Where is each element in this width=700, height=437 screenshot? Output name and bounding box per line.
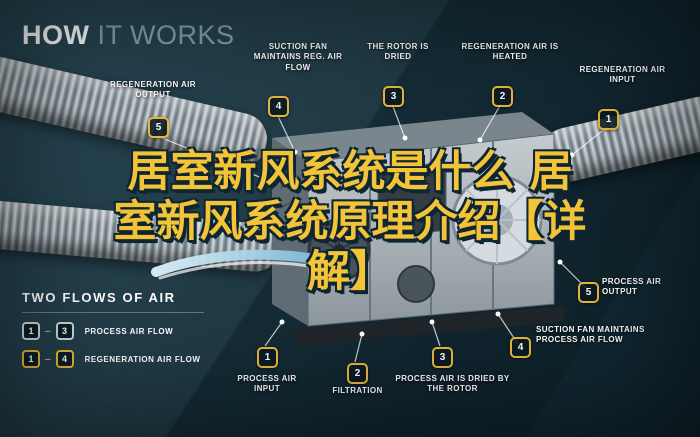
ventilation-unit-illustration (272, 112, 564, 346)
legend-badge-end: 3 (55, 322, 74, 340)
page-title: HOW IT WORKS (22, 20, 235, 51)
callout-suction-fan-process: Suction Fan Maintains Process Air Flow (536, 325, 645, 345)
legend-title: TWO FLOWS OF AIR (22, 290, 176, 305)
badge-filtration: 2 (347, 363, 368, 384)
callout-process-dried: Process Air Is Dried By The Rotor (395, 374, 510, 394)
badge-regeneration-heated: 2 (492, 86, 513, 107)
callout-regeneration-air-output: Regeneration Air Output (110, 80, 196, 100)
legend-dash: – (45, 353, 51, 365)
legend-label-regeneration: Regeneration Air Flow (84, 354, 201, 364)
callout-suction-fan-reg: Suction Fan Maintains Reg. Air Flow (253, 42, 343, 72)
badge-regeneration-air-input: 1 (598, 109, 619, 130)
legend-dash: – (45, 325, 51, 337)
badge-suction-fan-process: 4 (510, 337, 531, 358)
badge-suction-fan-reg: 4 (268, 96, 289, 117)
headline-line: 居室新风系统是什么 居 (127, 147, 573, 197)
badge-process-dried: 3 (432, 347, 453, 368)
callout-regeneration-air-input: Regeneration Air Input (579, 65, 666, 85)
callout-filtration: Filtration (332, 386, 383, 395)
airflow-arrow (151, 249, 327, 280)
callout-rotor-dried: The Rotor Is Dried (367, 42, 429, 62)
legend-badge-start: 1 (22, 350, 40, 368)
callout-regeneration-heated: Regeneration Air Is Heated (461, 42, 559, 62)
legend-row-regeneration: 1 – 4 Regeneration Air Flow (22, 350, 204, 368)
badge-regeneration-air-output: 5 (148, 117, 169, 138)
callout-process-air-output: Process Air Output (602, 277, 662, 297)
badge-rotor-dried: 3 (383, 86, 404, 107)
legend-badge-end: 4 (55, 350, 74, 368)
headline-line: 解】 (307, 246, 393, 297)
legend-divider (22, 312, 204, 313)
badge-process-air-input: 1 (257, 347, 278, 368)
page-title-bold: HOW (22, 20, 90, 50)
headline-overlay: 居室新风系统是什么 居 室新风系统原理介绍【详 解】 (0, 147, 700, 298)
legend-label-process: Process Air Flow (84, 326, 174, 336)
legend-badge-start: 1 (22, 322, 40, 340)
page-title-light: IT WORKS (89, 20, 235, 50)
legend-row-process: 1 – 3 Process Air Flow (22, 322, 204, 340)
callout-process-air-input: Process Air Input (237, 374, 297, 394)
headline-line: 室新风系统原理介绍【详 (113, 196, 587, 247)
legend: TWO FLOWS OF AIR 1 – 3 Process Air Flow … (22, 290, 204, 378)
